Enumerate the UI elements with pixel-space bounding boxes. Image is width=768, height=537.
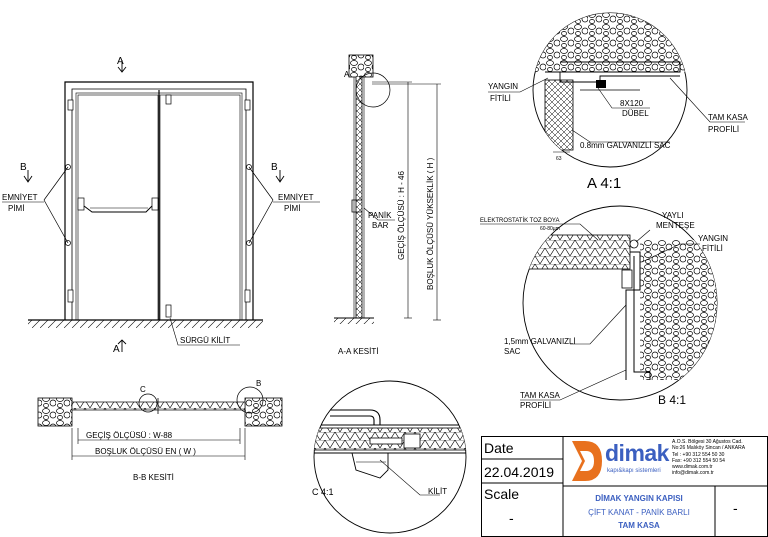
b-hinge-2: MENTEŞE [656, 221, 695, 230]
product-title: DİMAK YANGIN KAPISI [595, 494, 683, 503]
bb-dim-2: BOŞLUK ÖLÇÜSÜ EN ( W ) [95, 447, 196, 456]
fax-line: Fax: +90 312 554 50 54 [672, 457, 725, 464]
panic-bar [77, 197, 159, 213]
product-subtitle-2: TAM KASA [618, 521, 660, 530]
section-mark-b-left: B [20, 162, 27, 173]
b-fire-strip-2: FİTİLİ [702, 244, 723, 253]
door-leaf-section [355, 77, 363, 319]
aa-dim-1: GEÇİŞ ÖLÇÜSÜ : H - 46 [397, 171, 406, 260]
section-aa: A PANİK BAR GEÇİŞ ÖLÇÜSÜ : H - 46 BOŞLUK… [334, 54, 441, 356]
website-line: www.dimak.com.tr [672, 464, 713, 471]
section-bb: B C GEÇİŞ ÖLÇÜSÜ : W-88 BOŞLUK ÖLÇÜSÜ EN… [37, 379, 283, 482]
aa-caption: A-A KESİTİ [338, 347, 378, 356]
product-subtitle: ÇİFT KANAT - PANİK BARLI [588, 508, 690, 517]
dim-63: 63 [556, 156, 562, 162]
bb-caption: B-B KESİTİ [133, 473, 174, 482]
detail-b-title: B 4:1 [658, 393, 686, 407]
address-block: A.O.S. Bölgesi 30 Ağustos Cad. No:26 Mal… [672, 439, 745, 477]
scale-label: Scale [484, 486, 520, 502]
left-pin-label-1: EMNİYET [2, 193, 38, 202]
detail-a-title: A 4:1 [587, 175, 621, 192]
a-frame-1: TAM KASA [708, 113, 749, 122]
b-sheet-2: SAC [504, 347, 521, 356]
section-mark-b-right: B [271, 162, 278, 173]
date-value: 22.04.2019 [484, 464, 555, 480]
panic-bar-label-2: BAR [372, 221, 389, 230]
phone-line: Tel : +90 312 554 50 30 [672, 451, 725, 458]
section-mark-a-bottom: A [113, 344, 120, 355]
detail-c: KİLİT C 4:1 [312, 380, 467, 534]
c-lock-label: KİLİT [428, 487, 447, 496]
a-dowel-1: 8X120 [620, 99, 644, 108]
address-line: A.O.S. Bölgesi 30 Ağustos Cad. [672, 439, 743, 445]
b-frame-1: TAM KASA [520, 391, 561, 400]
title-block: Date 22.04.2019 Scale - dimak kapı&kapı … [481, 436, 768, 537]
detail-a-marker [355, 72, 391, 108]
b-frame-2: PROFİLİ [520, 401, 551, 410]
dimak-logo-icon [572, 441, 602, 481]
email-line: info@dimak.com.tr [672, 470, 714, 477]
detail-a: 63 YANGIN FİTİLİ 8X120 DÜBEL TAM KASA PR… [488, 12, 749, 192]
bb-mark-c: C [140, 385, 146, 394]
door-elevation: A A B B EMNİYET PİMİ EMNİYET PİMİ SÜRGÜ … [2, 56, 320, 355]
b-fire-strip-1: YANGIN [698, 234, 728, 243]
b-paint: ELEKTROSTATİK TOZ BOYA [480, 217, 559, 224]
detail-a-mark: A [344, 70, 350, 79]
floor-hatch [28, 320, 263, 328]
detail-c-title: C 4:1 [312, 487, 334, 497]
b-paint-sub: 60-80µm [540, 226, 560, 232]
detail-b: ELEKTROSTATİK TOZ BOYA 60-80µm YAYLI MEN… [480, 205, 728, 410]
detail-b-marker [236, 386, 264, 414]
a-sheet: 0.8mm GALVANIZLİ SAC [580, 141, 671, 150]
right-leaf [159, 94, 241, 321]
left-pin-label-2: PİMİ [8, 204, 24, 213]
bb-mark-b: B [256, 379, 261, 388]
b-sheet-1: 1,5mm GALVANIZLİ [504, 337, 576, 346]
brand-subtitle: kapı&kapı sistemleri [607, 468, 661, 474]
a-fire-strip-2: FİTİLİ [490, 94, 511, 103]
bolt-label: SÜRGÜ KİLİT [180, 336, 230, 345]
left-leaf [77, 94, 159, 321]
brand-name: dimak [605, 440, 669, 466]
address-line: No:26 Malıköy Sincan / ANKARA [672, 445, 746, 452]
section-mark-a-top: A [117, 56, 124, 67]
a-fire-strip-1: YANGIN [488, 82, 518, 91]
a-frame-2: PROFİLİ [708, 125, 739, 134]
b-hinge-1: YAYLI [662, 211, 684, 220]
date-label: Date [484, 440, 514, 456]
detail-c-marker [138, 393, 158, 413]
right-cell-value: - [733, 500, 738, 516]
bb-dim-1: GEÇİŞ ÖLÇÜSÜ : W-88 [86, 431, 173, 440]
safety-pin-markers [43, 164, 274, 246]
right-pin-label-2: PİMİ [284, 204, 300, 213]
panic-bar-label-1: PANİK [368, 211, 392, 220]
right-pin-label-1: EMNİYET [278, 193, 314, 202]
scale-value: - [509, 510, 514, 526]
door-frame [64, 81, 254, 320]
aa-dim-2: BOŞLUK ÖLÇÜSÜ YÜKSEKLİK ( H ) [426, 157, 435, 290]
bb-leaf [71, 401, 246, 411]
a-dowel-2: DÜBEL [622, 109, 649, 118]
